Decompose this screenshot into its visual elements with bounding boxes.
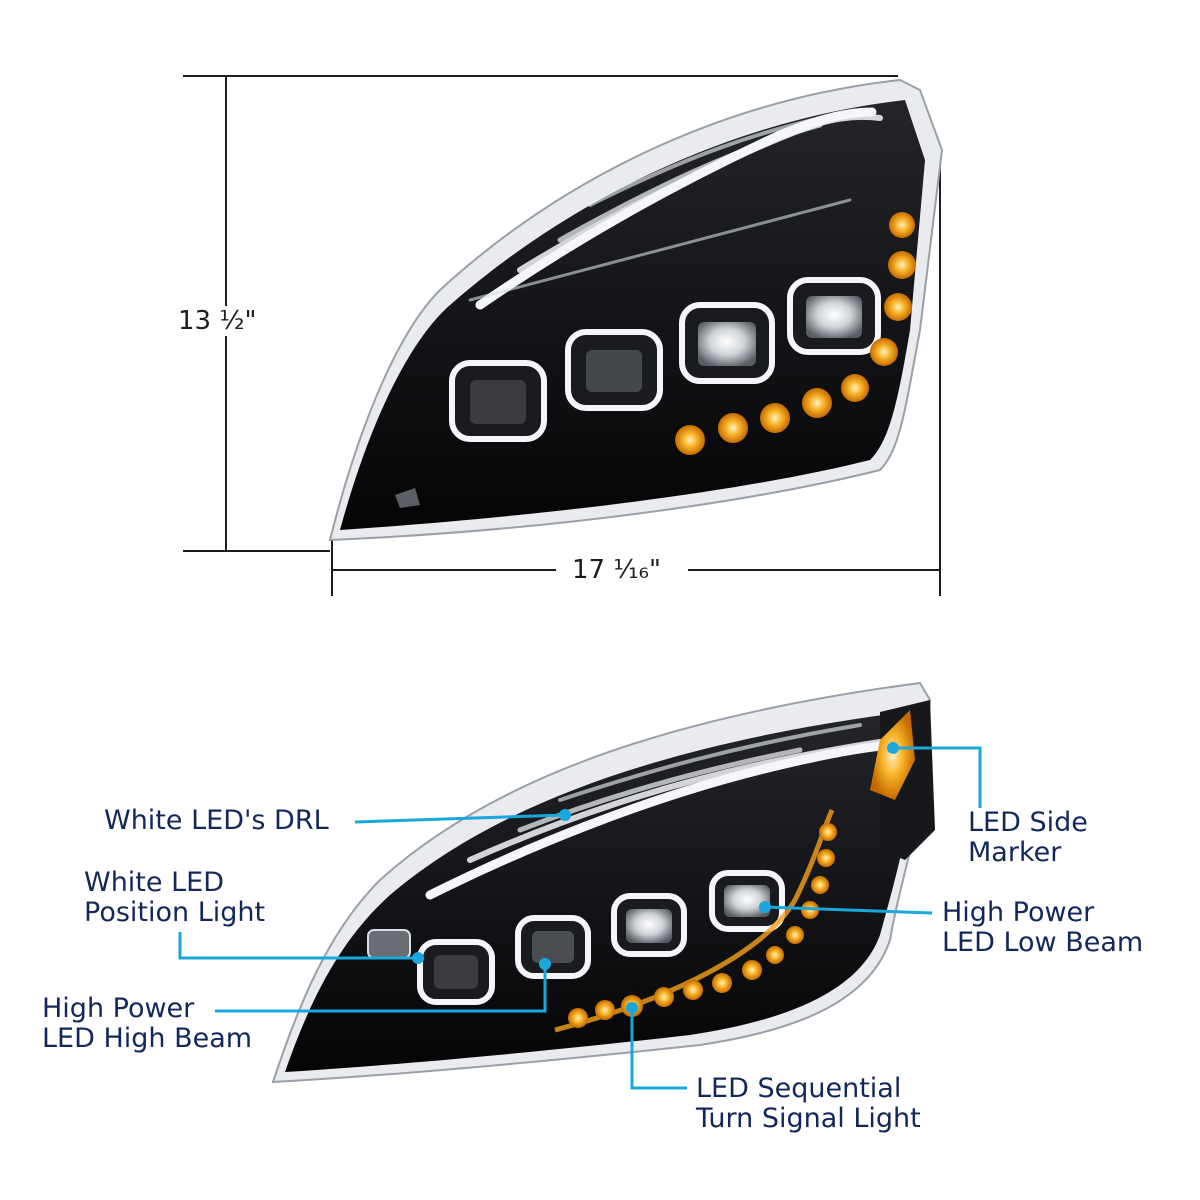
- turn-signal-leds-bottom: [568, 823, 837, 1028]
- callout-low-beam-line1: High Power: [942, 897, 1095, 928]
- width-dimension-label: 17 ⅟₁₆": [566, 555, 667, 585]
- callout-side-marker-line1: LED Side: [968, 807, 1088, 838]
- callout-drl-line1: White LED's DRL: [104, 805, 329, 836]
- callout-position-light: White LED Position Light: [84, 868, 265, 928]
- projector-lenses-bottom: [417, 870, 785, 1005]
- projector-lenses-top: [449, 277, 881, 442]
- callout-side-marker: LED Side Marker: [968, 808, 1088, 868]
- callout-dots: [412, 742, 899, 1014]
- callout-lines: [178, 746, 982, 1090]
- callout-turn-signal-line2: Turn Signal Light: [696, 1103, 921, 1134]
- headlight-bottom: [271, 681, 935, 1084]
- headlight-top: [328, 78, 944, 542]
- callout-high-beam: High Power LED High Beam: [42, 994, 252, 1054]
- callout-low-beam-line2: LED Low Beam: [942, 927, 1144, 958]
- callout-low-beam: High Power LED Low Beam: [942, 898, 1143, 958]
- callout-drl: White LED's DRL: [104, 806, 329, 836]
- callout-position-light-line1: White LED: [84, 867, 224, 898]
- height-dimension-label: 13 ½": [172, 306, 263, 336]
- callout-side-marker-line2: Marker: [968, 837, 1062, 868]
- callout-turn-signal-line1: LED Sequential: [696, 1073, 902, 1104]
- callout-position-light-line2: Position Light: [84, 897, 266, 928]
- callout-turn-signal: LED Sequential Turn Signal Light: [696, 1074, 921, 1134]
- callout-high-beam-line1: High Power: [42, 993, 195, 1024]
- callout-high-beam-line2: LED High Beam: [42, 1023, 253, 1054]
- drl-strips-top: [468, 107, 883, 310]
- turn-signal-leds-top: [675, 212, 916, 455]
- drl-strips-bottom: [425, 723, 895, 900]
